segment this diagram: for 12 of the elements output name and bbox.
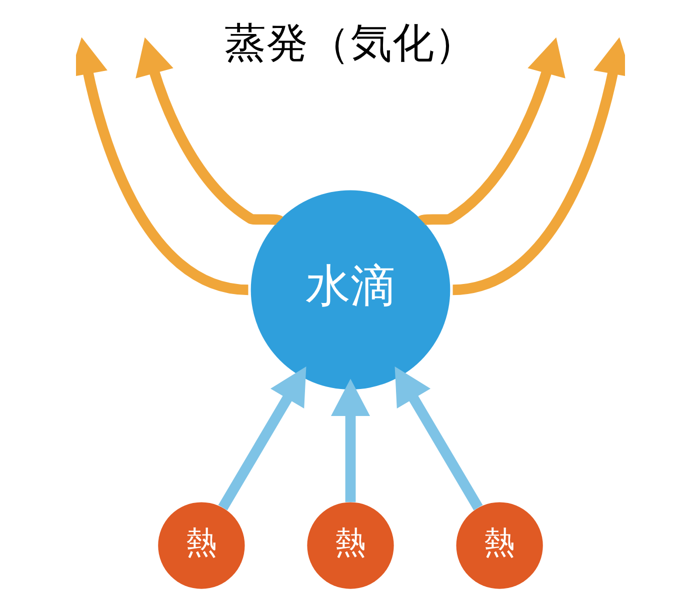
node-circle: 熱 [456, 502, 542, 589]
arrow [419, 37, 565, 226]
arrow [330, 378, 370, 502]
arrow [452, 37, 624, 296]
node-circle: 熱 [306, 502, 394, 589]
label: 蒸発（気化） [224, 18, 476, 68]
node-circle: 水滴 [250, 190, 450, 390]
arrow [76, 37, 248, 296]
arrow [218, 366, 306, 510]
node-circle: 熱 [158, 502, 244, 589]
arrow [394, 366, 482, 510]
arrow [135, 37, 281, 226]
